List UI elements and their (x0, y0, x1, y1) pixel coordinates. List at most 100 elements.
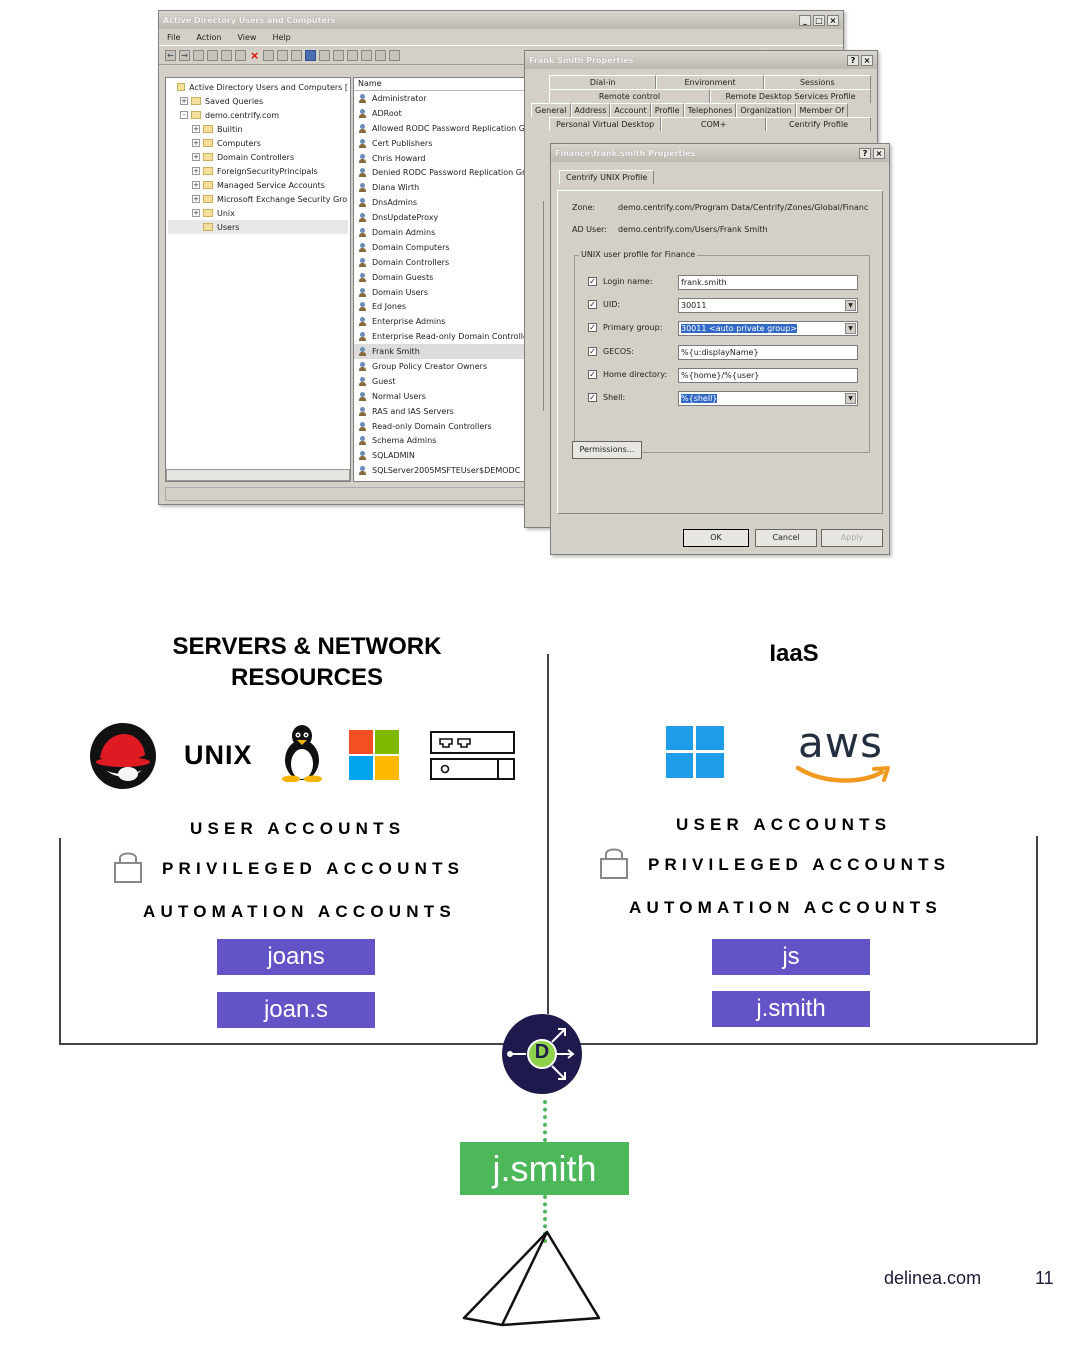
close-button[interactable]: × (873, 147, 885, 159)
tab-general[interactable]: General (531, 103, 571, 117)
list-item[interactable]: DnsUpdateProxy (354, 210, 832, 225)
forward-arrow-icon[interactable]: → (179, 49, 190, 61)
ok-button[interactable]: OK (683, 529, 749, 547)
minimize-button[interactable]: _ (799, 14, 811, 26)
list-item[interactable]: Schema Admins (354, 433, 832, 448)
tree-item[interactable]: +Domain Controllers (168, 150, 348, 164)
tree-item[interactable]: +Microsoft Exchange Security Gro (168, 192, 348, 206)
tree-item[interactable]: -demo.centrify.com (168, 108, 348, 122)
up-folder-icon[interactable] (193, 49, 204, 61)
expand-toggle-icon[interactable]: + (180, 97, 188, 105)
field-dropdown[interactable]: %{shell}▼ (678, 391, 858, 406)
list-item[interactable]: Normal Users (354, 389, 832, 404)
tab-centrify-unix-profile[interactable]: Centrify UNIX Profile (559, 170, 655, 184)
close-button[interactable]: × (861, 54, 873, 66)
list-item[interactable]: Enterprise Read-only Domain Controlle (354, 329, 832, 344)
tree-scrollbar[interactable] (166, 469, 350, 481)
tab-profile[interactable]: Profile (650, 103, 684, 117)
console-icon[interactable] (319, 49, 330, 61)
expand-toggle-icon[interactable]: + (192, 181, 200, 189)
tab-telephones[interactable]: Telephones (683, 103, 737, 117)
properties-icon[interactable] (263, 49, 274, 61)
expand-toggle-icon[interactable]: + (192, 167, 200, 175)
expand-toggle-icon[interactable]: - (180, 111, 188, 119)
tree-item[interactable]: +Builtin (168, 122, 348, 136)
tree-item[interactable]: +Managed Service Accounts (168, 178, 348, 192)
menu-view[interactable]: View (237, 32, 257, 42)
list-item[interactable]: Enterprise Admins (354, 314, 832, 329)
copy-icon[interactable] (235, 49, 246, 61)
ad-window-titlebar[interactable]: Active Directory Users and Computers _ □… (159, 11, 843, 29)
help-question-button[interactable]: ? (847, 54, 859, 66)
export-icon[interactable] (291, 49, 302, 61)
list-item[interactable]: Allowed RODC Password Replication G (354, 121, 832, 136)
tab-environment[interactable]: Environment (656, 75, 764, 89)
filter-icon[interactable] (375, 49, 386, 61)
list-item[interactable]: Domain Guests (354, 270, 832, 285)
tree-item[interactable]: +Computers (168, 136, 348, 150)
list-item[interactable]: Chris Howard (354, 151, 832, 166)
tab-dial-in[interactable]: Dial-in (549, 75, 657, 89)
list-item[interactable]: SQLADMIN (354, 448, 832, 463)
field-checkbox[interactable]: ✓ (588, 323, 597, 333)
list-item[interactable]: Domain Controllers (354, 255, 832, 270)
apply-button[interactable]: Apply (821, 529, 883, 547)
list-item[interactable]: Domain Users (354, 285, 832, 300)
list-item[interactable]: DnsAdmins (354, 195, 832, 210)
help-question-button[interactable]: ? (859, 147, 871, 159)
help-icon[interactable] (305, 49, 316, 61)
field-input[interactable]: %{u:displayName} (678, 344, 858, 360)
refresh-icon[interactable] (277, 49, 288, 61)
tree-item[interactable]: Active Directory Users and Computers [ (168, 80, 348, 94)
dropdown-arrow-icon[interactable]: ▼ (845, 393, 856, 404)
dropdown-arrow-icon[interactable]: ▼ (845, 300, 856, 312)
field-checkbox[interactable]: ✓ (588, 277, 597, 286)
finance-window-titlebar[interactable]: Finance\frank.smith Properties ? × (551, 144, 889, 162)
find-icon[interactable] (389, 49, 400, 61)
add-user-icon[interactable] (333, 49, 344, 61)
menu-file[interactable]: File (167, 32, 181, 42)
tab-personal-virtual-desktop[interactable]: Personal Virtual Desktop (549, 117, 662, 131)
list-item[interactable]: Domain Computers (354, 240, 832, 255)
tree-item[interactable]: +ForeignSecurityPrincipals (168, 164, 348, 178)
tab-centrify-profile[interactable]: Centrify Profile (766, 117, 872, 131)
expand-toggle-icon[interactable]: + (192, 195, 200, 203)
field-checkbox[interactable]: ✓ (588, 346, 597, 356)
list-item[interactable]: Cert Publishers (354, 136, 832, 151)
delete-icon[interactable]: × (250, 48, 260, 62)
field-dropdown[interactable]: 30011▼ (678, 298, 858, 314)
footer-site[interactable]: delinea.com (884, 1268, 982, 1288)
expand-toggle-icon[interactable]: + (192, 153, 200, 161)
tab-member-of[interactable]: Member Of (795, 103, 849, 117)
field-dropdown[interactable]: 30011 <auto private group>▼ (678, 321, 858, 337)
list-item[interactable]: Diana Wirth (354, 180, 832, 195)
field-checkbox[interactable]: ✓ (588, 300, 597, 310)
tab-address[interactable]: Address (570, 103, 611, 117)
close-button[interactable]: × (827, 14, 839, 26)
list-item[interactable]: Group Policy Creator Owners (354, 359, 832, 374)
tab-com[interactable]: COM+ (661, 117, 767, 131)
list-item[interactable]: RAS and IAS Servers (354, 404, 832, 419)
tab-remote-desktop-services-profile[interactable]: Remote Desktop Services Profile (710, 89, 871, 103)
list-item[interactable]: Ed Jones (354, 299, 832, 314)
field-input[interactable]: frank.smith (678, 275, 858, 290)
dropdown-arrow-icon[interactable]: ▼ (845, 323, 856, 335)
tab-sessions[interactable]: Sessions (763, 75, 871, 89)
tree-view-icon[interactable] (207, 49, 218, 61)
cut-icon[interactable] (221, 49, 232, 61)
list-item[interactable]: Denied RODC Password Replication Gr (354, 165, 832, 180)
add-ou-icon[interactable] (361, 49, 372, 61)
frank-window-titlebar[interactable]: Frank Smith Properties ? × (525, 51, 877, 69)
list-item[interactable]: SQLServer2005MSFTEUser$DEMODC (354, 463, 832, 478)
menu-action[interactable]: Action (196, 32, 222, 42)
field-checkbox[interactable]: ✓ (588, 369, 597, 379)
expand-toggle-icon[interactable]: + (192, 125, 200, 133)
tab-organization[interactable]: Organization (736, 103, 796, 117)
list-item[interactable]: Administrator (354, 91, 832, 106)
permissions-button[interactable]: Permissions... (572, 441, 642, 459)
list-item[interactable]: ADRoot (354, 106, 832, 121)
maximize-button[interactable]: □ (813, 14, 825, 26)
tab-account[interactable]: Account (610, 103, 651, 117)
tree-item[interactable]: Users (168, 220, 348, 234)
cancel-button[interactable]: Cancel (755, 529, 817, 547)
